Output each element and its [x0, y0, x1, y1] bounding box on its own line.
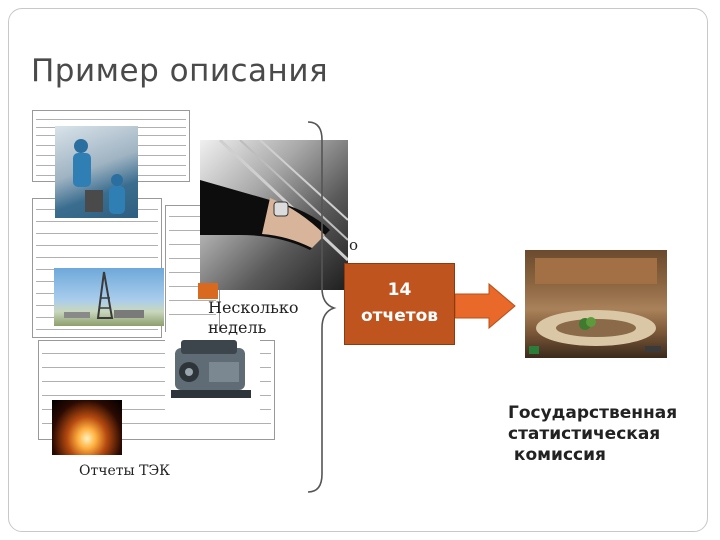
time-caption-line1: Несколько	[208, 298, 299, 317]
meeting-photo	[525, 250, 667, 358]
state-commission-label: Государственная статистическая комиссия	[508, 403, 677, 466]
reports-caption: Отчеты ТЭК	[79, 463, 170, 479]
state-commission-line3: комиссия	[508, 445, 606, 465]
state-commission-line2: статистическая	[508, 424, 661, 444]
workers-photo	[55, 126, 138, 218]
state-commission-line1: Государственная	[508, 403, 678, 423]
reports-unit: отчетов	[360, 306, 439, 326]
reports-count: 14	[387, 280, 412, 300]
arrow-right-icon	[455, 282, 516, 330]
hand-watch-photo	[200, 140, 348, 290]
slide-title: Пример описания	[31, 53, 329, 89]
oil-rig-photo	[54, 268, 164, 326]
reports-count-box: 14 отчетов	[344, 263, 455, 345]
engine-photo	[165, 332, 260, 410]
partial-label: о	[349, 236, 359, 254]
brace-icon	[307, 121, 337, 493]
orange-item-photo	[198, 283, 218, 299]
fire-photo	[52, 400, 122, 455]
time-caption-line2: недель	[208, 318, 267, 337]
